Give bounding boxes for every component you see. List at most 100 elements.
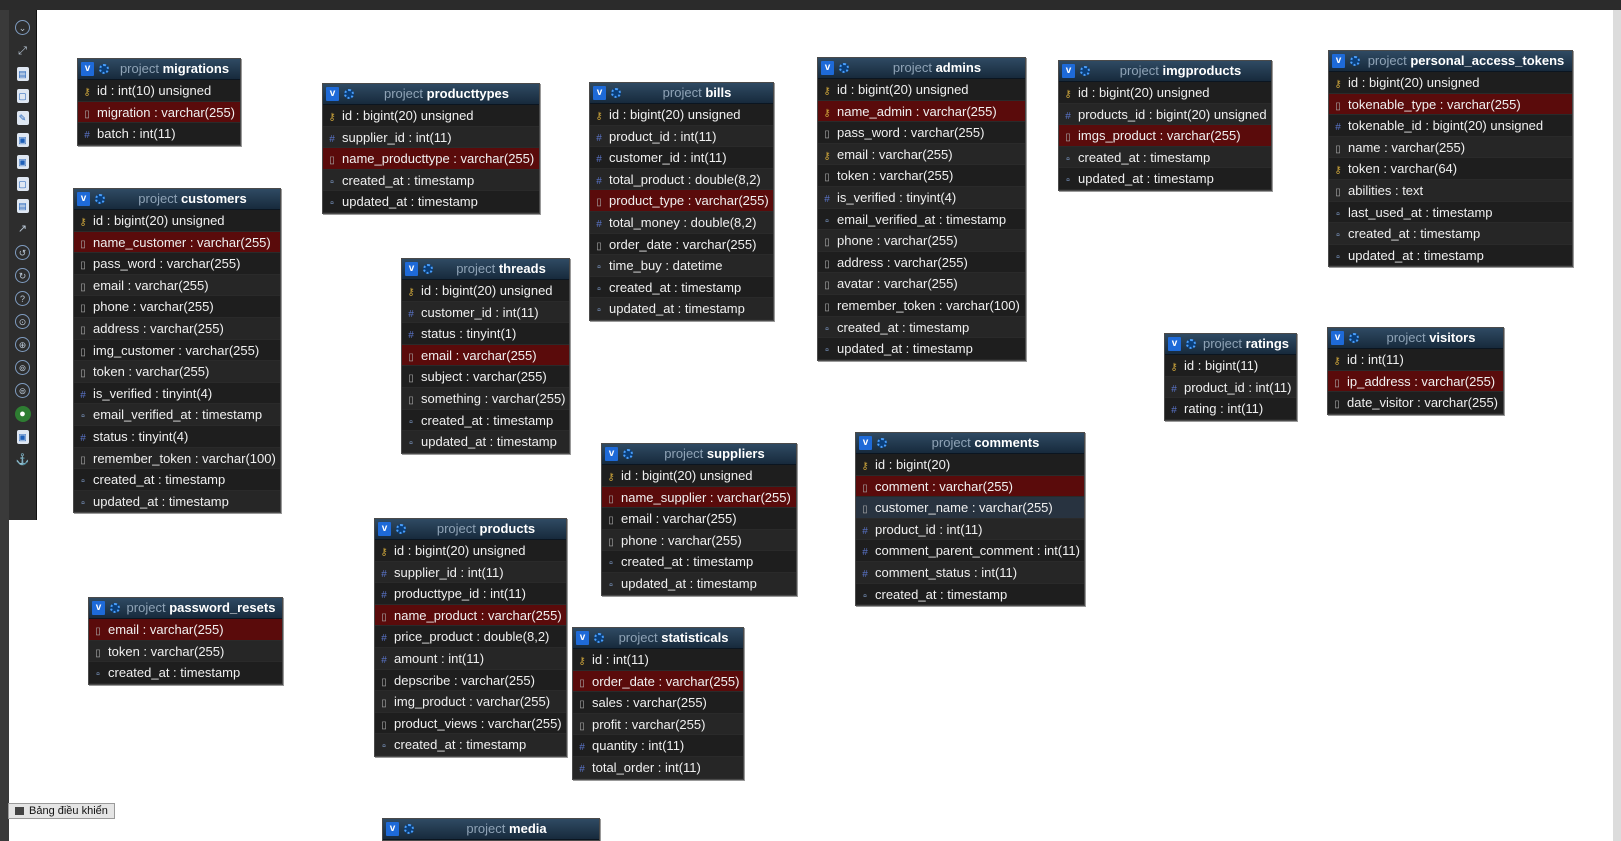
column-row[interactable]: #total_order : int(11): [573, 756, 743, 779]
gear-icon[interactable]: [1080, 66, 1090, 76]
column-row[interactable]: #status : tinyint(4): [74, 426, 280, 448]
column-row[interactable]: ▫email_verified_at : timestamp: [818, 209, 1025, 231]
gear-icon[interactable]: [839, 63, 849, 73]
toggle-columns-icon[interactable]: v: [1332, 54, 1345, 68]
toggle-columns-icon[interactable]: v: [92, 601, 105, 615]
column-row[interactable]: ▫updated_at : timestamp: [818, 338, 1025, 360]
toggle-columns-icon[interactable]: v: [1331, 331, 1344, 345]
column-row[interactable]: ▯customer_name : varchar(255): [856, 497, 1084, 519]
gear-icon[interactable]: [404, 824, 414, 834]
column-row[interactable]: ▯comment : varchar(255): [856, 475, 1084, 498]
column-row[interactable]: ▫created_at : timestamp: [375, 734, 566, 756]
column-row[interactable]: ▯tokenable_type : varchar(255): [1329, 93, 1572, 116]
column-row[interactable]: ▯address : varchar(255): [74, 317, 280, 340]
column-row[interactable]: ▯remember_token : varchar(100): [74, 447, 280, 470]
toggle-columns-icon[interactable]: v: [77, 192, 90, 206]
gear-icon[interactable]: [423, 264, 433, 274]
column-row[interactable]: ⚷email : varchar(255): [818, 143, 1025, 166]
anchor-icon[interactable]: ⚓: [15, 454, 30, 466]
column-row[interactable]: ▫created_at : timestamp: [89, 662, 282, 684]
column-row[interactable]: #customer_id : int(11): [402, 301, 569, 324]
column-row[interactable]: ▯name_supplier : varchar(255): [602, 486, 796, 509]
column-row[interactable]: ▯phone : varchar(255): [602, 529, 796, 552]
toggle-columns-icon[interactable]: v: [326, 87, 339, 101]
column-row[interactable]: #amount : int(11): [375, 647, 566, 670]
column-row[interactable]: ▫updated_at : timestamp: [1329, 245, 1572, 267]
column-row[interactable]: ⚷id : bigint(20) unsigned: [74, 210, 280, 232]
pin-text-icon[interactable]: ⊜: [15, 383, 30, 398]
column-row[interactable]: #rating : int(11): [1165, 398, 1296, 420]
column-row[interactable]: ▯date_visitor : varchar(255): [1328, 392, 1503, 414]
column-row[interactable]: ▫updated_at : timestamp: [74, 490, 280, 513]
column-row[interactable]: ▯order_date : varchar(255): [590, 234, 773, 256]
column-row[interactable]: ▫email_verified_at : timestamp: [74, 404, 280, 426]
column-row[interactable]: ⚷id : bigint(20) unsigned: [323, 105, 539, 127]
column-row[interactable]: ⚷token : varchar(64): [1329, 158, 1572, 180]
column-row[interactable]: ▯email : varchar(255): [402, 344, 569, 367]
column-row[interactable]: ⚷id : bigint(20) unsigned: [1329, 72, 1572, 94]
column-row[interactable]: ▫updated_at : timestamp: [590, 298, 773, 320]
toggle-columns-icon[interactable]: ⊙: [15, 314, 30, 329]
help-icon[interactable]: ?: [15, 291, 30, 306]
column-row[interactable]: ▯something : varchar(255): [402, 387, 569, 410]
column-row[interactable]: #comment_status : int(11): [856, 561, 1084, 584]
edit-icon[interactable]: ✎: [16, 111, 29, 125]
column-row[interactable]: ▫updated_at : timestamp: [602, 572, 796, 595]
delete-page-icon[interactable]: ▢: [16, 177, 29, 191]
column-row[interactable]: #batch : int(11): [78, 123, 240, 145]
column-row[interactable]: #products_id : bigint(20) unsigned: [1059, 103, 1271, 126]
column-row[interactable]: #product_id : int(11): [856, 518, 1084, 541]
column-row[interactable]: #is_verified : tinyint(4): [74, 383, 280, 405]
toggle-icon[interactable]: ⌄: [15, 20, 30, 35]
eye-icon[interactable]: ▣: [16, 430, 29, 444]
column-row[interactable]: ▫time_buy : datetime: [590, 255, 773, 277]
column-row[interactable]: #total_money : double(8,2): [590, 211, 773, 234]
gear-icon[interactable]: [1349, 333, 1359, 343]
column-row[interactable]: ▫created_at : timestamp: [1329, 223, 1572, 245]
column-row[interactable]: #supplier_id : int(11): [375, 561, 566, 584]
column-row[interactable]: ▯name_product : varchar(255): [375, 604, 566, 627]
column-row[interactable]: ▯phone : varchar(255): [74, 296, 280, 318]
column-row[interactable]: ▯product_type : varchar(255): [590, 190, 773, 212]
column-row[interactable]: ▯abilities : text: [1329, 179, 1572, 202]
column-row[interactable]: ▫updated_at : timestamp: [1059, 168, 1271, 190]
column-row[interactable]: ▫created_at : timestamp: [74, 469, 280, 491]
column-row[interactable]: ▫updated_at : timestamp: [323, 191, 539, 213]
column-row[interactable]: ▯img_product : varchar(255): [375, 691, 566, 713]
column-row[interactable]: #price_product : double(8,2): [375, 626, 566, 648]
column-row[interactable]: #status : tinyint(1): [402, 323, 569, 345]
export-icon[interactable]: ▤: [16, 199, 29, 213]
settings-icon[interactable]: ●: [14, 406, 31, 422]
gear-icon[interactable]: [623, 449, 633, 459]
column-row[interactable]: #total_product : double(8,2): [590, 168, 773, 191]
column-row[interactable]: ▯ip_address : varchar(255): [1328, 370, 1503, 393]
column-row[interactable]: ⚷id : bigint(20) unsigned: [1059, 82, 1271, 104]
column-row[interactable]: ▫created_at : timestamp: [818, 316, 1025, 339]
gear-icon[interactable]: [611, 88, 621, 98]
column-row[interactable]: ▫created_at : timestamp: [856, 584, 1084, 606]
add-table-icon[interactable]: ▤: [16, 67, 29, 81]
relation-icon[interactable]: ↗: [17, 223, 28, 235]
column-row[interactable]: ⚷id : int(11): [1328, 349, 1503, 371]
column-row[interactable]: ▯token : varchar(255): [89, 640, 282, 663]
toggle-columns-icon[interactable]: v: [593, 86, 606, 100]
toggle-columns-icon[interactable]: v: [821, 61, 834, 75]
column-row[interactable]: ▯profit : varchar(255): [573, 713, 743, 736]
toggle-columns-icon[interactable]: v: [1168, 337, 1181, 351]
